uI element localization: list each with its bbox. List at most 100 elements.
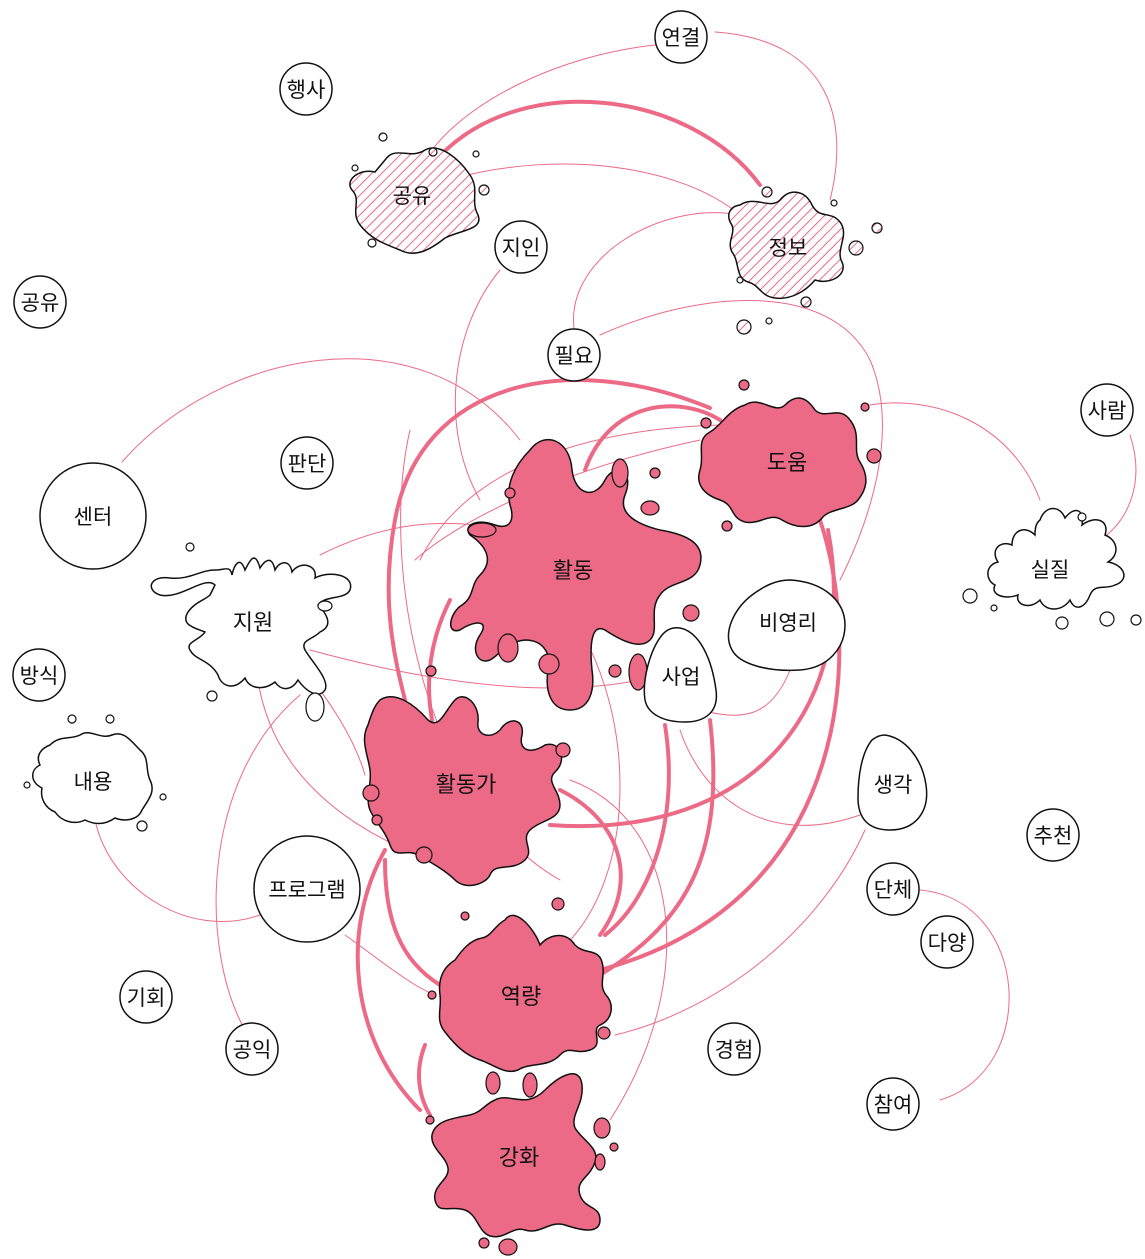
hwaldong-droplet [611, 458, 629, 488]
node-yeokryang-splash[interactable]: 역량 [427, 897, 612, 1098]
node-saeop-blob[interactable]: 사업 [643, 626, 718, 723]
node-gongyu-left[interactable]: 공유 [13, 275, 67, 329]
ganghwa-droplet [593, 1117, 611, 1139]
node-circle [253, 835, 361, 943]
node-label: 강화 [499, 1146, 539, 1171]
node-biyeongri-blob[interactable]: 비영리 [727, 579, 846, 672]
node-yeongyeol[interactable]: 연결 [654, 10, 708, 64]
edge-gongyu-jeongbo-b [454, 163, 741, 216]
node-jiwon-splash[interactable]: 지원 [150, 542, 352, 722]
node-bangsik[interactable]: 방식 [12, 648, 66, 702]
hwaldongga-droplet [415, 846, 433, 864]
hwaldong-droplet [640, 500, 660, 516]
edge-senter-hwaldong [121, 358, 521, 463]
node-circle [866, 862, 920, 916]
silji-droplet [1055, 616, 1069, 630]
hwaldongga-splash-shape [363, 696, 563, 887]
node-label: 활동 [553, 559, 593, 584]
node-senter[interactable]: 센터 [39, 462, 147, 570]
edge-jiin-hwaldongga [454, 269, 501, 501]
node-jeongbo-splash[interactable]: 정보 [728, 186, 883, 335]
node-circle [279, 62, 333, 116]
jiwon-droplet [317, 600, 333, 612]
node-chucheon[interactable]: 추천 [1026, 808, 1080, 862]
ganghwa-droplet [609, 1142, 619, 1152]
node-label: 방식 [20, 664, 59, 688]
node-hwaldong-splash[interactable]: 활동 [425, 439, 702, 711]
node-label: 역량 [501, 985, 541, 1010]
node-label: 센터 [74, 505, 113, 529]
node-gyeongheom[interactable]: 경험 [707, 1022, 761, 1076]
node-circle [225, 1022, 279, 1076]
gongyu-droplet [472, 150, 480, 158]
dowum-droplet [721, 520, 733, 532]
node-peurogeuraem[interactable]: 프로그램 [253, 835, 361, 943]
jeongbo-droplet [848, 240, 864, 256]
node-label: 판단 [288, 452, 327, 476]
node-dowum-splash[interactable]: 도움 [698, 379, 882, 532]
node-label: 사업 [662, 665, 701, 689]
gongyu-droplet [378, 132, 388, 142]
node-jiin[interactable]: 지인 [494, 220, 548, 274]
node-gongik[interactable]: 공익 [225, 1022, 279, 1076]
node-pandan[interactable]: 판단 [280, 436, 334, 490]
node-hwaldongga-splash[interactable]: 활동가 [362, 696, 571, 887]
node-saram[interactable]: 사람 [1080, 383, 1134, 437]
dowum-droplet [866, 448, 882, 464]
edge-saram-silji [1099, 434, 1137, 541]
node-silji-splash[interactable]: 실질 [962, 507, 1142, 630]
node-circle [654, 10, 708, 64]
jeongbo-droplet [761, 186, 773, 198]
jeongbo-droplet [871, 222, 883, 234]
edge-dowum-hwaldongga [386, 378, 712, 702]
dowum-splash-shape [698, 397, 867, 528]
yeokryang-droplet [460, 911, 470, 921]
node-circle [39, 462, 147, 570]
jeongbo-splash-shape [728, 191, 845, 300]
hwaldong-droplet [497, 633, 519, 663]
node-circle [866, 1077, 920, 1131]
gongyu-splash-shape [349, 147, 480, 254]
node-gongyu-splash[interactable]: 공유 [349, 132, 490, 254]
node-label: 필요 [555, 344, 594, 368]
edge-saenggak-yeokryang [614, 829, 866, 1036]
node-gihoe[interactable]: 기회 [119, 970, 173, 1024]
node-circle [547, 328, 601, 382]
silji-droplet [962, 588, 978, 604]
node-label: 공유 [21, 291, 60, 315]
node-saenggak-blob[interactable]: 생각 [857, 734, 928, 831]
naeyong-splash-shape [32, 732, 153, 825]
naeyong-droplet [105, 714, 115, 724]
node-haengsa[interactable]: 행사 [279, 62, 333, 116]
node-label: 정보 [769, 236, 808, 260]
node-label: 생각 [874, 773, 913, 797]
node-label: 단체 [874, 878, 913, 902]
silji-droplet [1077, 512, 1087, 522]
node-chamyeo[interactable]: 참여 [866, 1077, 920, 1131]
node-label: 기회 [127, 986, 166, 1010]
hwaldong-droplet [425, 665, 437, 677]
naeyong-droplet [136, 820, 148, 832]
node-circle [1080, 383, 1134, 437]
gongyu-droplet [478, 184, 490, 196]
hwaldongga-droplet [555, 742, 571, 758]
node-label: 활동가 [436, 773, 497, 798]
yeokryang-splash-shape [438, 914, 612, 1072]
node-danche[interactable]: 단체 [866, 862, 920, 916]
node-dayang[interactable]: 다양 [920, 915, 974, 969]
edge-yeokryang-ganghwa [417, 1043, 432, 1117]
yeokryang-droplet [522, 1072, 538, 1098]
edge-jiwon-hwaldong [319, 522, 476, 556]
node-circle [707, 1022, 761, 1076]
ganghwa-droplet [478, 1237, 490, 1249]
hwaldongga-droplet [362, 784, 380, 802]
ganghwa-droplet [498, 1238, 518, 1256]
gongyu-droplet [428, 147, 438, 157]
node-ganghwa-splash[interactable]: 강화 [425, 1073, 619, 1256]
node-circle [1026, 808, 1080, 862]
node-pilyo[interactable]: 필요 [547, 328, 601, 382]
dowum-droplet [700, 417, 712, 429]
edge-hwaldong-dowum [583, 404, 722, 472]
node-label: 공유 [393, 184, 432, 208]
node-naeyong-splash[interactable]: 내용 [23, 714, 167, 832]
